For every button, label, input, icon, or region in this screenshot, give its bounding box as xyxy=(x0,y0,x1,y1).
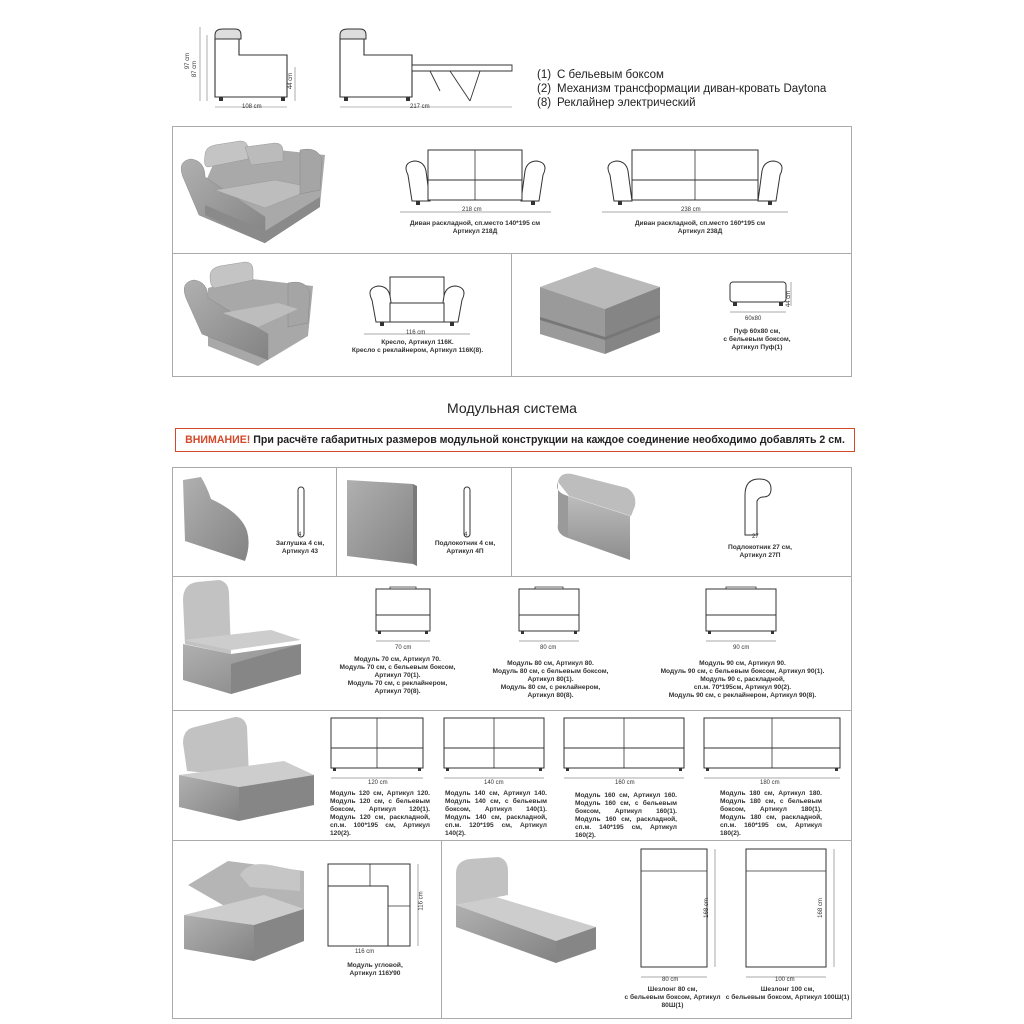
chaise-80-width-label: 80 cm xyxy=(662,977,679,983)
sofa-3d-render xyxy=(181,140,325,244)
sofa-238-front-drawing xyxy=(602,149,788,213)
width-217-label: 217 cm xyxy=(410,104,430,110)
module-90-caption: Модуль 90 см, Артикул 90. Модуль 90 см, … xyxy=(660,660,825,699)
module-120-width-label: 120 cm xyxy=(368,780,388,786)
sofa-238-caption: Диван раскладной, сп.место 160*195 см Ар… xyxy=(634,220,766,235)
plug-3d-render xyxy=(183,477,249,561)
warning-label: ВНИМАНИЕ! xyxy=(185,434,251,446)
chaise-100-height-label: 168 cm xyxy=(817,898,824,918)
pouf-caption: Пуф 60х80 см, с бельевым боксом, Артикул… xyxy=(723,328,791,351)
modules-divider-v1 xyxy=(336,467,337,576)
corner-module-height-label: 116 cm xyxy=(418,891,425,911)
single-module-3d-render xyxy=(183,580,301,694)
legend-item: (1)С бельевым боксом xyxy=(537,69,664,81)
modules-panel xyxy=(172,467,852,1019)
module-160-caption: Модуль 160 см, Артикул 160. Модуль 160 с… xyxy=(575,792,677,839)
legend: (1)С бельевым боксом (2)Механизм трансфо… xyxy=(537,68,826,110)
pouf-height-label: 44 cm xyxy=(786,290,793,308)
module-140-caption: Модуль 140 см, Артикул 140. Модуль 140 с… xyxy=(445,790,547,837)
height-87-label: 87 cm xyxy=(192,60,199,78)
arm4-caption: Подлокотник 4 см, Артикул 4П xyxy=(434,540,496,555)
chaise-100-width-label: 100 cm xyxy=(775,977,795,983)
warning-text: При расчёте габаритных размеров модульно… xyxy=(250,434,845,446)
sofa-218-width-label: 218 cm xyxy=(462,207,482,213)
modules-divider-3 xyxy=(172,840,852,841)
pouf-width-label: 60x80 xyxy=(745,316,762,322)
corner-module-width-label: 116 cm xyxy=(355,949,375,955)
modules-divider-1 xyxy=(172,576,852,577)
sofa-218-front-drawing xyxy=(400,149,551,213)
sofa-238-width-label: 238 cm xyxy=(681,207,701,213)
plug-profile-drawing xyxy=(297,486,305,538)
chaise-80-caption: Шезлонг 80 см, с бельевым боксом, Артику… xyxy=(624,986,721,1009)
module-70-front-drawing xyxy=(375,586,431,642)
corner-module-3d-render xyxy=(184,861,304,961)
module-160-width-label: 160 cm xyxy=(615,780,635,786)
width-108-label: 108 cm xyxy=(242,104,262,110)
module-120-front-drawing xyxy=(330,717,424,779)
legend-item: (2)Механизм трансформации диван-кровать … xyxy=(537,83,827,95)
pouf-3d-render xyxy=(540,267,660,354)
armchair-front-drawing xyxy=(364,276,470,335)
module-180-caption: Модуль 180 см, Артикул 180. Модуль 180 с… xyxy=(720,790,822,837)
modular-system-title: Модульная система xyxy=(447,400,577,416)
corner-module-top-drawing xyxy=(327,863,419,947)
arm4-profile-drawing xyxy=(463,486,471,538)
arm4-width-label: 4 xyxy=(464,532,468,538)
module-80-width-label: 80 cm xyxy=(540,645,557,651)
chaise-80-top-drawing xyxy=(640,848,716,978)
corner-module-caption: Модуль угловой, Артикул 116У90 xyxy=(347,962,403,977)
arm27-3d-render xyxy=(557,473,636,560)
plug-width-label: 4 xyxy=(298,532,302,538)
module-120-caption: Модуль 120 см, Артикул 120. Модуль 120 с… xyxy=(330,790,430,837)
sofas-panel xyxy=(172,126,852,377)
armchair-caption: Кресло, Артикул 116К. Кресло с реклайнер… xyxy=(351,339,484,354)
module-180-width-label: 180 cm xyxy=(760,780,780,786)
module-80-caption: Модуль 80 см, Артикул 80. Модуль 80 см, … xyxy=(492,660,609,699)
double-module-3d-render xyxy=(179,717,314,821)
sofa-218-caption: Диван раскладной, сп.место 140*195 см Ар… xyxy=(409,220,541,235)
arm4-3d-render xyxy=(347,480,417,566)
legend-item: (8)Реклайнер электрический xyxy=(537,97,696,109)
armchair-width-label: 116 cm xyxy=(406,330,426,336)
modules-divider-v3 xyxy=(441,840,442,1019)
module-180-front-drawing xyxy=(703,717,841,779)
plug-caption: Заглушка 4 см, Артикул 43 xyxy=(275,540,325,555)
armchair-3d-render xyxy=(184,261,313,366)
modules-divider-2 xyxy=(172,710,852,711)
module-90-front-drawing xyxy=(705,586,777,642)
chaise-100-caption: Шезлонг 100 см, с бельевым боксом, Артик… xyxy=(725,986,850,1001)
chaise-100-top-drawing xyxy=(745,848,835,978)
sofas-divider-h xyxy=(172,253,852,254)
module-140-width-label: 140 cm xyxy=(484,780,504,786)
pouf-front-drawing xyxy=(729,281,792,313)
module-140-front-drawing xyxy=(443,717,545,779)
arm27-width-label: 27 xyxy=(752,534,759,540)
sofas-divider-v xyxy=(511,253,512,377)
module-80-front-drawing xyxy=(518,586,580,642)
warning-banner: ВНИМАНИЕ! При расчёте габаритных размеро… xyxy=(175,428,855,452)
side-view-unfolded-drawing xyxy=(339,28,513,108)
module-70-caption: Модуль 70 см, Артикул 70. Модуль 70 см, … xyxy=(339,656,456,695)
chaise-80-height-label: 168 cm xyxy=(703,898,710,918)
module-160-front-drawing xyxy=(563,717,685,779)
height-97-label: 97 cm xyxy=(185,52,192,70)
arm27-profile-drawing xyxy=(744,478,772,536)
arm27-caption: Подлокотник 27 см, Артикул 27П xyxy=(727,544,792,559)
chaise-3d-render xyxy=(456,857,596,963)
side-view-folded-drawing xyxy=(199,27,296,108)
height-44-label: 44 cm xyxy=(288,72,295,90)
module-90-width-label: 90 cm xyxy=(733,645,750,651)
module-70-width-label: 70 cm xyxy=(395,645,412,651)
modules-divider-v2 xyxy=(511,467,512,576)
